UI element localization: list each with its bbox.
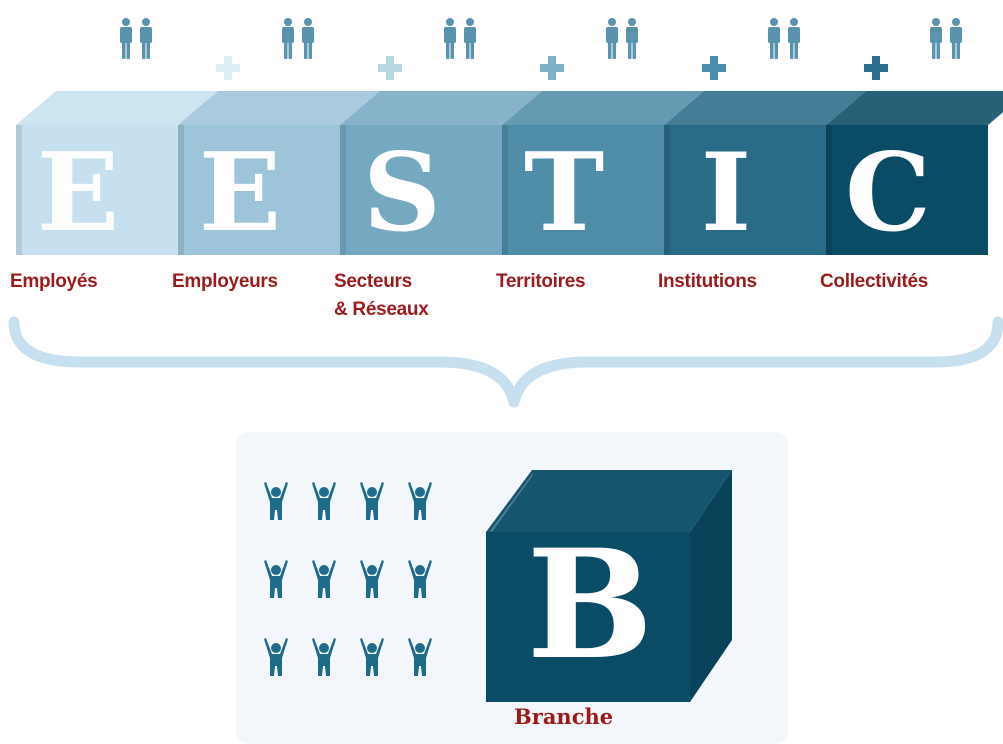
cube-edge [178,125,184,255]
crowd-people-grid [264,482,432,676]
cube-6 [826,91,1003,255]
cube-letter: I [700,130,752,256]
plus-icon [864,56,888,80]
cube-label: Employeurs [172,268,278,296]
people-pairs-row [120,18,962,59]
cube-label: Employés [10,268,98,296]
cube-top-face [340,91,542,125]
cube-label-line: Employeurs [172,271,278,292]
people-pair-icon [606,18,638,59]
cube-top-face [16,91,218,125]
cube-label: Secteurs & Réseaux [334,268,429,324]
people-pair-icon [282,18,314,59]
branche-cube [486,470,732,702]
plus-icon [378,56,402,80]
plus-icon [540,56,564,80]
cube-front-face [664,125,826,255]
cube-4 [502,91,704,255]
cheering-person-icon [360,560,384,598]
cheering-person-icon [312,560,336,598]
cube-label-line: & Réseaux [334,299,429,320]
cheering-person-icon [408,482,432,520]
cube-label-line: Institutions [658,271,757,292]
eestic-cubes [16,91,1003,255]
grouping-brace [8,316,1003,408]
cube-5 [664,91,866,255]
plus-icon [216,56,240,80]
cube-top-face [502,91,704,125]
cheering-person-icon [264,638,288,676]
branche-label: Branche [514,704,614,729]
cube-3 [340,91,542,255]
people-pair-icon [444,18,476,59]
cube-front-face [826,125,988,255]
cheering-person-icon [360,638,384,676]
cube-label-line: Employés [10,271,98,292]
cube-front-face [502,125,664,255]
cube-top-face [826,91,1003,125]
cube-label: Territoires [496,268,586,296]
cube-letter: S [363,130,441,256]
cube-front-face [340,125,502,255]
cube-letter: T [523,130,605,256]
cube-label: Institutions [658,268,757,296]
cheering-person-icon [408,638,432,676]
cube-edge [502,125,508,255]
branche-letter: B [526,517,654,693]
plus-icon [702,56,726,80]
cube-label: Collectivités [820,268,928,296]
cube-front-face [16,125,178,255]
cube-edge [340,125,346,255]
cube-2 [178,91,380,255]
cube-top-face [178,91,380,125]
cheering-person-icon [312,482,336,520]
cube-front-face [178,125,340,255]
cheering-person-icon [312,638,336,676]
cube-edge [664,125,670,255]
cube-label-line: Territoires [496,271,586,292]
cube-letter: E [198,130,282,256]
people-pair-icon [768,18,800,59]
people-pair-icon [930,18,962,59]
people-pair-icon [120,18,152,59]
cube-edge [826,125,832,255]
plus-signs-row [216,56,888,80]
cube-label-line: Secteurs [334,271,412,292]
cheering-person-icon [360,482,384,520]
cube-edge [16,125,22,255]
cube-letter: C [845,130,931,256]
cube-label-line: Collectivités [820,271,929,292]
cube-top-face [664,91,866,125]
cheering-person-icon [264,482,288,520]
cube-letter: E [36,130,120,256]
cheering-person-icon [408,560,432,598]
cube-1 [16,91,218,255]
cheering-person-icon [264,560,288,598]
